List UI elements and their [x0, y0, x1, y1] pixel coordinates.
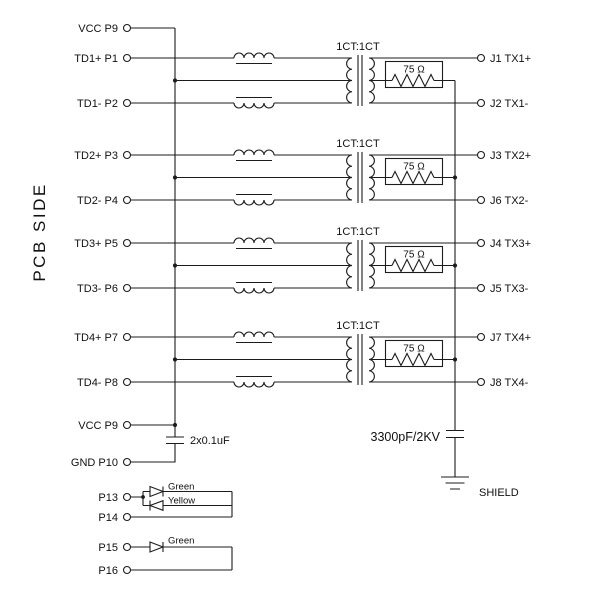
- pin-gnd: [122, 457, 132, 467]
- resistor-label-4: 75 Ω: [403, 344, 425, 355]
- led-yellow-label: Yellow: [168, 496, 195, 507]
- pin-label-td1p: TD1+ P1: [74, 53, 118, 65]
- resistor-label-3: 75 Ω: [403, 250, 425, 261]
- junction-dot: [452, 357, 458, 362]
- pin-p16: [122, 565, 132, 575]
- pin-label-p15: P15: [98, 542, 118, 554]
- led-green2-icon: [149, 541, 165, 553]
- pin-label-vcc-top: VCC P9: [78, 23, 118, 35]
- pin-p14: [122, 512, 132, 522]
- junction-dot: [452, 175, 458, 180]
- pin-label-td2p: TD2+ P3: [74, 150, 118, 162]
- shield-label: SHIELD: [479, 487, 519, 499]
- shield-cap-label: 3300pF/2KV: [371, 430, 441, 444]
- ratio-label-4: 1CT:1CT: [336, 320, 380, 332]
- led-green2-label: Green: [168, 536, 194, 547]
- pin-label-p14: P14: [98, 512, 118, 524]
- pcb-side-title: PCB SIDE: [30, 182, 49, 281]
- decoupling-cap-label: 2x0.1uF: [190, 435, 230, 447]
- junction-dot: [172, 422, 178, 428]
- led-green-icon: [149, 485, 165, 498]
- single-led-wires: [131, 546, 233, 571]
- channel-4: [122, 331, 486, 388]
- pin-label-j7: J7 TX4+: [490, 332, 531, 344]
- pin-vcc-top: [122, 23, 132, 33]
- channel-2: [122, 149, 486, 206]
- ratio-label-2: 1CT:1CT: [336, 138, 380, 150]
- pin-label-td4m: TD4- P8: [77, 377, 118, 389]
- junction-dot: [452, 263, 458, 268]
- pin-vcc-bottom: [122, 420, 132, 430]
- pin-label-j1: J1 TX1+: [490, 53, 531, 65]
- earth-ground-icon: [441, 476, 469, 490]
- pin-label-p13: P13: [98, 492, 118, 504]
- ratio-label-1: 1CT:1CT: [336, 41, 380, 53]
- channel-3: [122, 237, 486, 294]
- pin-label-j2: J2 TX1-: [490, 98, 529, 110]
- pin-label-vcc-bottom: VCC P9: [78, 420, 118, 432]
- pin-label-j8: J8 TX4-: [490, 377, 529, 389]
- ratio-label-3: 1CT:1CT: [336, 226, 380, 238]
- led-green-label: Green: [168, 482, 194, 493]
- pin-p15: [122, 542, 132, 552]
- pin-label-p16: P16: [98, 565, 118, 577]
- channel-1: [122, 52, 486, 109]
- vcc-rail: [131, 27, 176, 437]
- pin-label-td3p: TD3+ P5: [74, 238, 118, 250]
- pin-label-j6: J6 TX2-: [490, 195, 529, 207]
- junction-dot: [141, 495, 145, 499]
- resistor-label-2: 75 Ω: [403, 162, 425, 173]
- led-yellow-icon: [148, 499, 164, 512]
- gnd-wire: [131, 443, 176, 463]
- pin-p13: [122, 492, 132, 502]
- resistor-label-1: 75 Ω: [403, 65, 425, 76]
- pin-label-td2m: TD2- P4: [77, 195, 118, 207]
- pin-label-j3: J3 TX2+: [490, 150, 531, 162]
- shield-cap-plates: [446, 429, 464, 439]
- pin-label-td3m: TD3- P6: [77, 283, 118, 295]
- pin-label-td1m: TD1- P2: [77, 98, 118, 110]
- pin-label-gnd: GND P10: [71, 457, 118, 469]
- pin-label-j4: J4 TX3+: [490, 238, 531, 250]
- decoupling-cap-plates: [166, 436, 184, 445]
- pin-label-j5: J5 TX3-: [490, 283, 529, 295]
- pin-label-td4p: TD4+ P7: [74, 332, 118, 344]
